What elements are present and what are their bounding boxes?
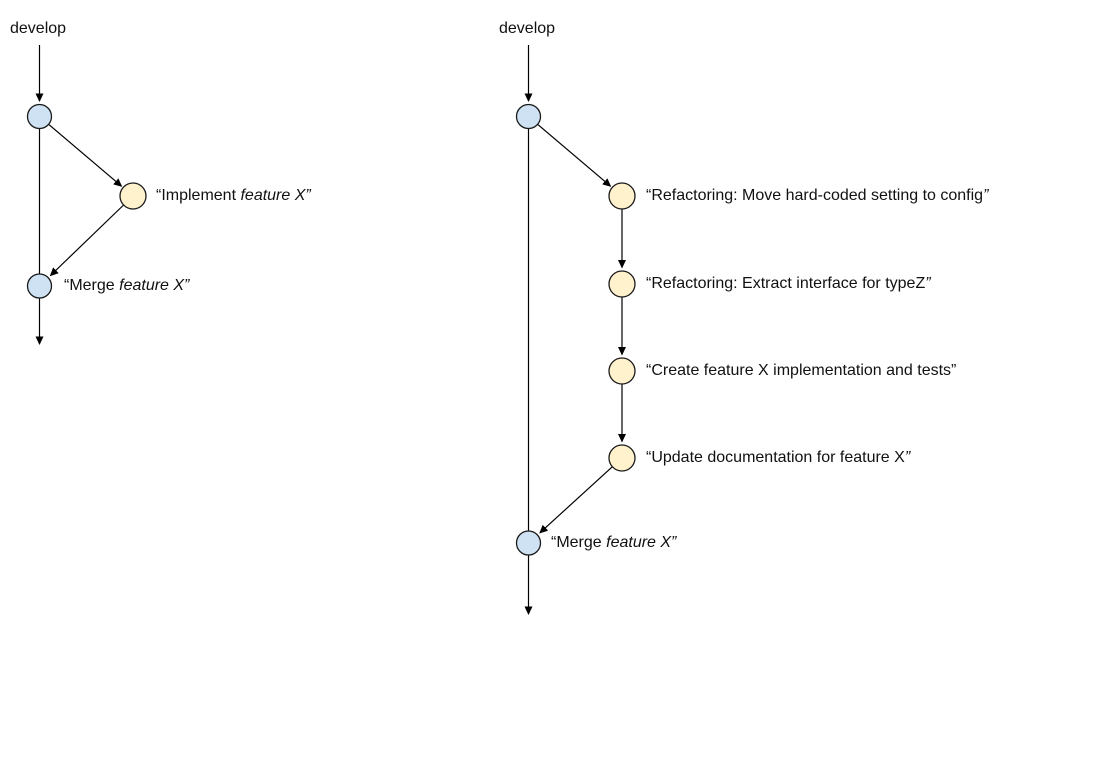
- commit-message-text: “Refactoring: Extract interface for type…: [646, 275, 926, 292]
- branch-label-develop-left: develop: [10, 20, 67, 37]
- commit-message-text: “Implement: [156, 187, 241, 204]
- diagram-right-multi-commit-branch: [515, 45, 636, 615]
- commit-message-merge-feature-x-left: “Merge feature X”: [64, 276, 189, 296]
- diagram-left-single-commit-branch: [26, 45, 147, 345]
- commit-message-text: “Update documentation for feature X: [646, 449, 905, 466]
- merge-in-arrow: [49, 204, 125, 277]
- commit-message-create-feature-x: “Create feature X implementation and tes…: [646, 361, 956, 381]
- commit-node-merge: [26, 273, 53, 299]
- commit-message-italic: ”: [925, 275, 931, 292]
- branch-out-arrow: [48, 123, 123, 187]
- branch-label-develop-right: develop: [499, 20, 556, 37]
- commit-message-text: “Create feature X implementation and tes…: [646, 362, 957, 379]
- commit-message-italic: feature X”: [119, 277, 190, 294]
- commit-node-feature-3: [608, 357, 636, 385]
- commit-message-italic: feature X”: [606, 534, 677, 551]
- commit-message-italic: feature X”: [240, 187, 311, 204]
- commit-node-feature-4: [608, 444, 636, 472]
- commit-message-refactoring-config: “Refactoring: Move hard-coded setting to…: [646, 186, 988, 206]
- commit-node-develop: [26, 103, 53, 130]
- commit-node-develop: [515, 103, 542, 130]
- commit-message-text: “Refactoring: Move hard-coded setting to…: [646, 187, 984, 204]
- commit-message-text: “Merge: [64, 277, 120, 294]
- commit-message-italic: ”: [983, 187, 989, 204]
- merge-in-arrow: [539, 466, 613, 534]
- commit-message-refactoring-interface: “Refactoring: Extract interface for type…: [646, 274, 931, 294]
- commit-message-update-documentation: “Update documentation for feature X”: [646, 448, 910, 468]
- commit-message-italic: ”: [904, 449, 911, 466]
- commit-node-feature: [119, 182, 147, 210]
- commit-message-implement-feature-x: “Implement feature X”: [156, 186, 311, 206]
- commit-message-text: “Merge: [551, 534, 607, 551]
- commit-node-feature-1: [608, 182, 636, 210]
- commit-node-feature-2: [608, 270, 636, 298]
- commit-node-merge: [515, 530, 542, 556]
- commit-message-merge-feature-x-right: “Merge feature X”: [551, 533, 676, 553]
- branch-out-arrow: [537, 123, 612, 187]
